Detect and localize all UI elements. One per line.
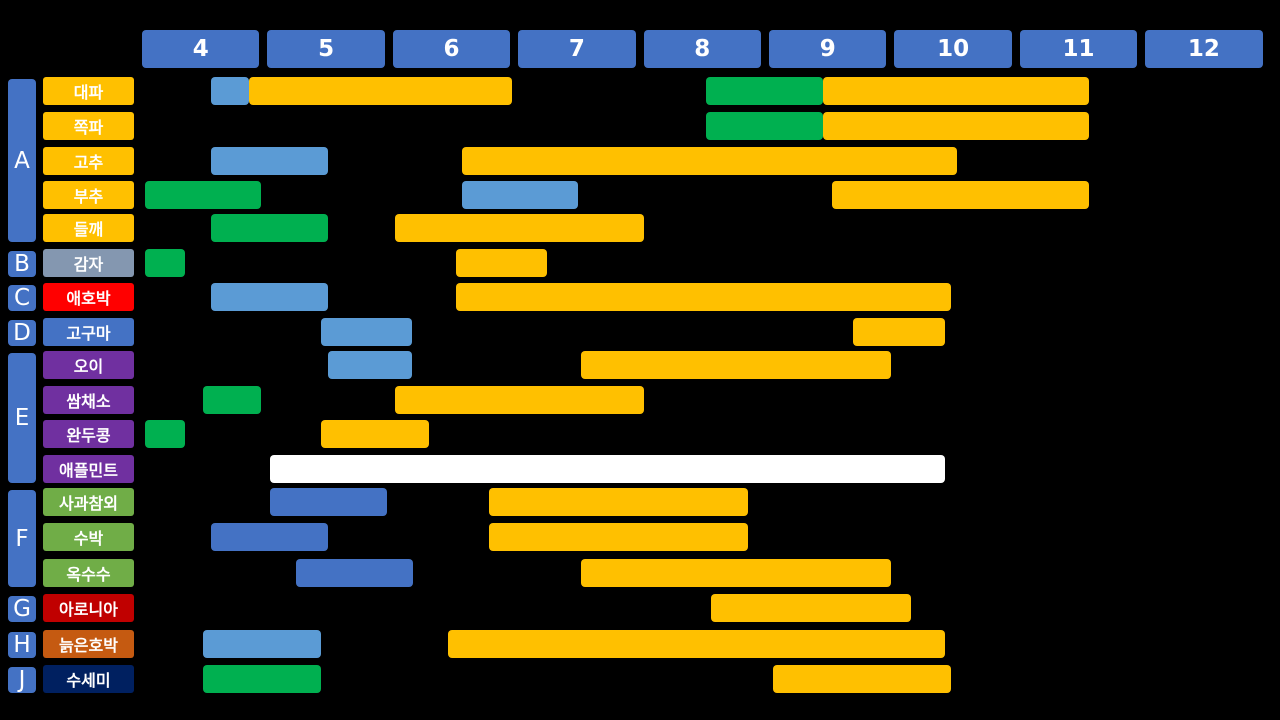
schedule-bar-yellow: [489, 488, 748, 516]
schedule-bar-green: [203, 665, 322, 693]
schedule-bar-green: [144, 181, 262, 209]
schedule-bar-yellow: [455, 283, 951, 311]
group-a: A: [8, 79, 36, 242]
schedule-bar-green: [706, 112, 823, 140]
schedule-bar-yellow: [580, 559, 891, 587]
crop-label: 감자: [43, 249, 134, 277]
schedule-bar-light-blue: [327, 351, 412, 379]
month-header-8: 8: [643, 30, 761, 68]
crop-label: 고추: [43, 147, 134, 175]
schedule-bar-yellow: [248, 77, 512, 105]
month-header-10: 10: [894, 30, 1012, 68]
crop-label: 애플민트: [43, 455, 134, 483]
crop-label: 대파: [43, 77, 134, 105]
group-e: E: [8, 353, 36, 483]
schedule-bar-green: [144, 249, 185, 277]
schedule-bar-light-blue: [210, 77, 249, 105]
schedule-bar-green: [210, 214, 328, 242]
month-header-12: 12: [1145, 30, 1263, 68]
schedule-bar-light-blue: [461, 181, 579, 209]
group-g: G: [8, 596, 36, 622]
schedule-bar-light-blue: [321, 318, 412, 346]
schedule-bar-yellow: [395, 214, 644, 242]
month-header-4: 4: [142, 30, 260, 68]
schedule-bar-green: [203, 386, 262, 414]
month-header-7: 7: [518, 30, 636, 68]
schedule-bar-yellow: [455, 249, 548, 277]
crop-label: 고구마: [43, 318, 134, 346]
crop-label: 애호박: [43, 283, 134, 311]
crop-label: 옥수수: [43, 559, 134, 587]
crop-label: 쪽파: [43, 112, 134, 140]
group-c: C: [8, 285, 36, 311]
month-header-6: 6: [392, 30, 511, 68]
crop-label: 오이: [43, 351, 134, 379]
group-b: B: [8, 251, 36, 277]
crop-label: 쌈채소: [43, 386, 134, 414]
schedule-bar-yellow: [831, 181, 1089, 209]
month-header-9: 9: [769, 30, 887, 68]
schedule-bar-yellow: [580, 351, 891, 379]
schedule-bar-yellow: [772, 665, 951, 693]
schedule-bar-yellow: [711, 594, 911, 622]
schedule-bar-yellow: [853, 318, 945, 346]
group-h: H: [8, 632, 36, 658]
schedule-bar-yellow: [822, 112, 1089, 140]
schedule-bar-yellow: [489, 523, 748, 551]
schedule-bar-green: [144, 420, 185, 448]
group-d: D: [8, 320, 36, 346]
schedule-bar-dark-blue: [296, 559, 413, 587]
schedule-bar-yellow: [321, 420, 430, 448]
schedule-bar-yellow: [395, 386, 644, 414]
schedule-bar-yellow: [447, 630, 945, 658]
crop-label: 수세미: [43, 665, 134, 693]
crop-label: 들깨: [43, 214, 134, 242]
crop-label: 늙은호박: [43, 630, 134, 658]
crop-label: 아로니아: [43, 594, 134, 622]
schedule-bar-green: [706, 77, 823, 105]
schedule-bar-yellow: [822, 77, 1089, 105]
crop-label: 부추: [43, 181, 134, 209]
group-f: F: [8, 490, 36, 587]
schedule-bar-dark-blue: [269, 488, 387, 516]
schedule-bar-light-blue: [203, 630, 322, 658]
crop-label: 사과참외: [43, 488, 134, 516]
month-header-5: 5: [267, 30, 385, 68]
schedule-bar-light-blue: [210, 147, 328, 175]
crop-label: 완두콩: [43, 420, 134, 448]
schedule-bar-yellow: [461, 147, 958, 175]
group-j: J: [8, 667, 36, 693]
schedule-bar-white: [269, 455, 945, 483]
schedule-bar-dark-blue: [210, 523, 328, 551]
crop-label: 수박: [43, 523, 134, 551]
schedule-bar-light-blue: [210, 283, 328, 311]
month-header-11: 11: [1019, 30, 1138, 68]
